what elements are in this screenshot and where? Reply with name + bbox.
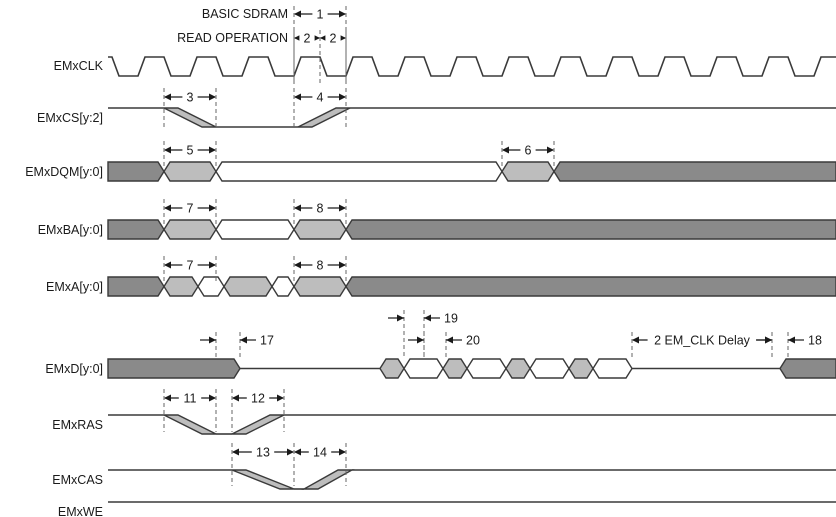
measurement-15-18: 18: [756, 332, 822, 357]
measurement-label: 2: [330, 32, 337, 46]
signal-wave-emxclk: [108, 56, 836, 77]
measurement-label: 4: [317, 91, 324, 105]
measurement-4-4: 4: [293, 88, 347, 130]
measurement-10-8: 8: [293, 256, 347, 283]
measurement-label: 19: [444, 312, 458, 326]
measurement-14-2-em-clk-delay: 2 EM_CLK Delay: [631, 332, 773, 357]
signal-wave-emxa-y-0: [107, 276, 836, 297]
signal-wave-emxd-y-0: [107, 358, 836, 379]
measurement-label: 18: [808, 334, 822, 348]
measurement-label: 20: [466, 334, 480, 348]
diagram-title-line2: READ OPERATION: [177, 31, 288, 45]
measurement-16-11: 11: [163, 389, 217, 432]
signal-label-emxba-y-0: EMxBA[y:0]: [37, 223, 103, 237]
measurement-12-20: 20: [408, 332, 480, 357]
signal-label-emxd-y-0: EMxD[y:0]: [45, 362, 103, 376]
signal-label-emxcs-y-2: EMxCS[y:2]: [37, 111, 103, 125]
signal-label-emxdqm-y-0: EMxDQM[y:0]: [25, 165, 103, 179]
signal-wave-emxba-y-0: [107, 219, 836, 240]
measurement-label: 2: [304, 32, 311, 46]
measurement-label: 1: [317, 8, 324, 22]
signal-wave-emxcs-y-2: [108, 107, 836, 128]
signal-wave-emxdqm-y-0: [107, 161, 836, 182]
measurement-5-5: 5: [163, 141, 217, 168]
signal-label-emxa-y-0: EMxA[y:0]: [46, 280, 103, 294]
measurement-label: 14: [313, 446, 327, 460]
signal-label-emxwe: EMxWE: [57, 505, 103, 517]
measurement-18-13: 13: [231, 443, 295, 486]
diagram-title-line1: BASIC SDRAM: [201, 7, 288, 21]
measurement-17-12: 12: [231, 389, 285, 432]
measurement-13-17: 17: [200, 332, 274, 357]
measurement-label: 12: [251, 392, 265, 406]
measurement-label: 3: [187, 91, 194, 105]
signal-wave-emxcas: [108, 469, 836, 490]
measurement-9-7: 7: [163, 256, 217, 283]
signal-label-emxras: EMxRAS: [52, 418, 103, 432]
measurement-label: 11: [184, 392, 197, 406]
signal-label-emxcas: EMxCAS: [52, 473, 103, 487]
measurement-label: 6: [525, 144, 532, 158]
measurement-label: 13: [256, 446, 270, 460]
measurement-1-2: 2: [293, 30, 321, 84]
measurement-6-6: 6: [501, 141, 555, 168]
measurement-7-7: 7: [163, 199, 217, 226]
measurement-19-14: 14: [293, 443, 347, 486]
measurement-2-2: 2: [319, 30, 347, 84]
measurement-label: 8: [317, 202, 324, 216]
measurement-8-8: 8: [293, 199, 347, 226]
measurement-11-19: 19: [388, 310, 458, 357]
signal-wave-emxras: [108, 414, 836, 435]
measurement-label: 5: [187, 144, 194, 158]
measurement-label: 7: [187, 259, 194, 273]
measurement-3-3: 3: [163, 88, 217, 130]
measurement-label: 17: [260, 334, 274, 348]
measurement-label: 8: [317, 259, 324, 273]
measurement-label: 2 EM_CLK Delay: [654, 334, 751, 348]
signal-label-emxclk: EMxCLK: [53, 59, 103, 73]
measurement-label: 7: [187, 202, 194, 216]
